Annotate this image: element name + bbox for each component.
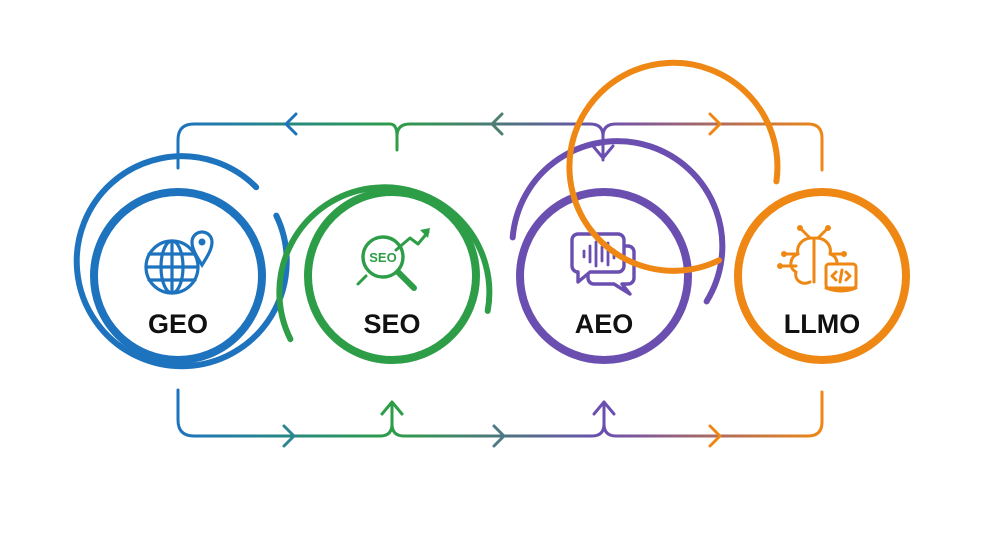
arrow-down-top-aeo <box>591 144 615 160</box>
seo-magnifier-growth-arrow-icon: SEO <box>356 228 430 291</box>
bottom-connectors <box>176 388 824 438</box>
arrow-up-bottom-aeo <box>592 400 616 416</box>
arrow-right-top-3 <box>708 112 722 136</box>
llmo-inner-ring <box>734 188 910 364</box>
connector-top-seo-aeo <box>395 122 605 138</box>
connector-top-aeo-llmo <box>601 122 824 172</box>
node-llmo: LLMO <box>566 59 910 364</box>
geo-inner-ring <box>90 188 266 364</box>
aeo-label: AEO <box>575 309 634 339</box>
brain-circuit-code-book-icon <box>777 225 858 293</box>
llmo-label: LLMO <box>784 309 860 339</box>
arrow-left-top-2 <box>490 112 504 136</box>
geo-outer-arc <box>73 153 290 370</box>
arrow-right-bottom-2 <box>492 424 506 448</box>
aeo-outer-arc <box>509 138 726 305</box>
node-aeo: AEO <box>509 138 726 364</box>
arrow-up-bottom-seo <box>380 400 404 416</box>
llmo-outer-arc <box>566 59 781 274</box>
arrow-right-bottom-1 <box>282 424 296 448</box>
seo-outer-arc <box>276 184 493 343</box>
globe-location-pin-icon <box>144 230 214 295</box>
arrow-right-bottom-3 <box>708 424 722 448</box>
node-seo: SEO SEO <box>276 184 493 364</box>
arrowheads <box>282 112 722 448</box>
connector-bottom-aeo-llmo <box>602 390 824 438</box>
arrow-left-top-1 <box>284 112 298 136</box>
seo-icon-text: SEO <box>369 250 396 265</box>
geo-label: GEO <box>148 309 208 339</box>
chat-bubbles-soundwave-icon <box>570 232 636 296</box>
seo-label: SEO <box>363 309 420 339</box>
node-geo: GEO <box>73 153 290 370</box>
